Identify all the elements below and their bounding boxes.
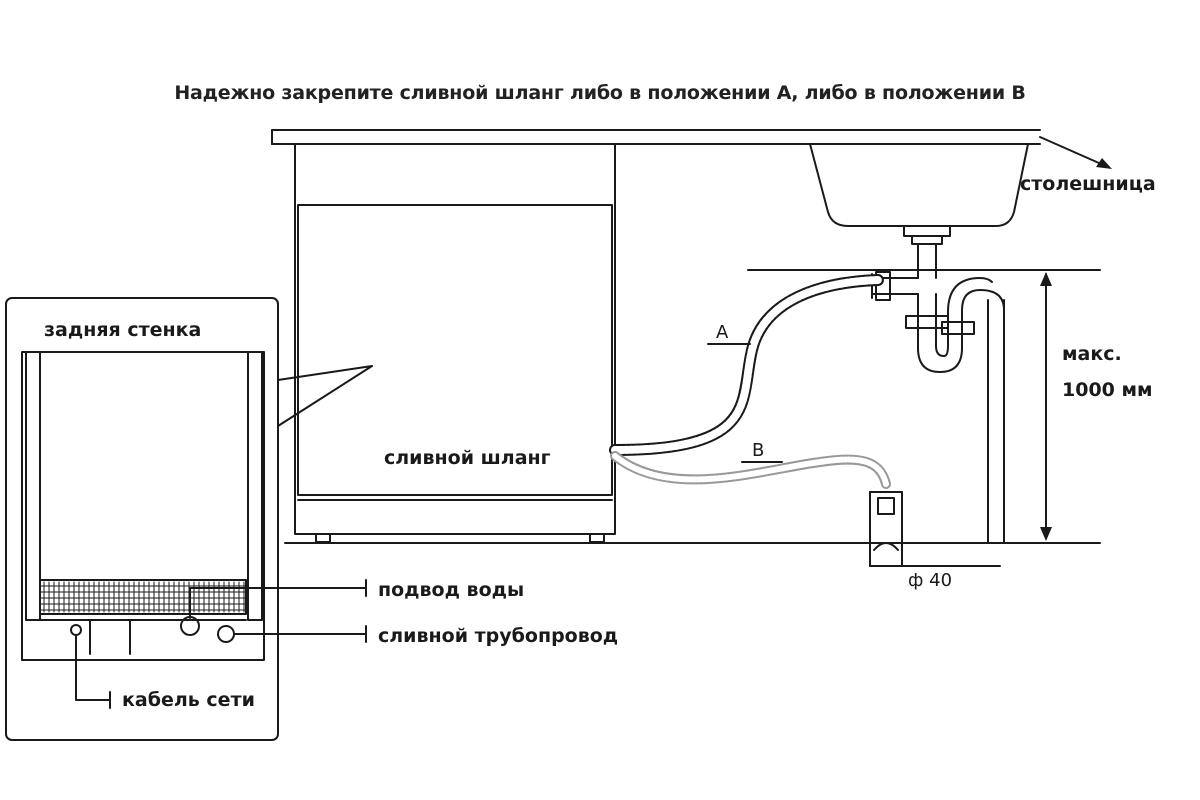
- drain-hose-label: сливной шланг: [384, 447, 551, 469]
- drain-pipe-leader: [233, 625, 367, 643]
- back-wall-panel: [5, 297, 279, 741]
- water-inlet-leader: [189, 579, 367, 619]
- sink: [809, 143, 1029, 279]
- max-label: макс.: [1062, 343, 1122, 365]
- power-cable-label: кабель сети: [122, 689, 255, 711]
- position-a-label: A: [716, 322, 729, 343]
- countertop: [271, 129, 1041, 145]
- diagram-title: Надежно закрепите сливной шланг либо в п…: [174, 82, 1026, 104]
- back-wall-label: задняя стенка: [44, 319, 201, 341]
- floor-drain-pipe: [869, 491, 1001, 567]
- back-wall-grille: [39, 581, 247, 613]
- water-inlet-label: подвод воды: [378, 579, 524, 601]
- back-wall-callout: [277, 365, 373, 427]
- drain-pipe-label: сливной трубопровод: [378, 625, 618, 647]
- power-cable-leader: [75, 635, 111, 709]
- siphon: [871, 271, 1005, 373]
- max-height-dimension: [747, 269, 1101, 541]
- dishwasher: [294, 143, 616, 543]
- countertop-label: столешница: [1020, 173, 1156, 195]
- position-b-label: B: [752, 440, 764, 461]
- max-value: 1000 мм: [1062, 379, 1153, 401]
- diameter-label: ф 40: [908, 570, 952, 591]
- drain-hose-b: [610, 451, 891, 489]
- wall-pipe: [987, 299, 1005, 544]
- drain-hose-a: [609, 274, 884, 456]
- countertop-arrow: [1039, 136, 1112, 169]
